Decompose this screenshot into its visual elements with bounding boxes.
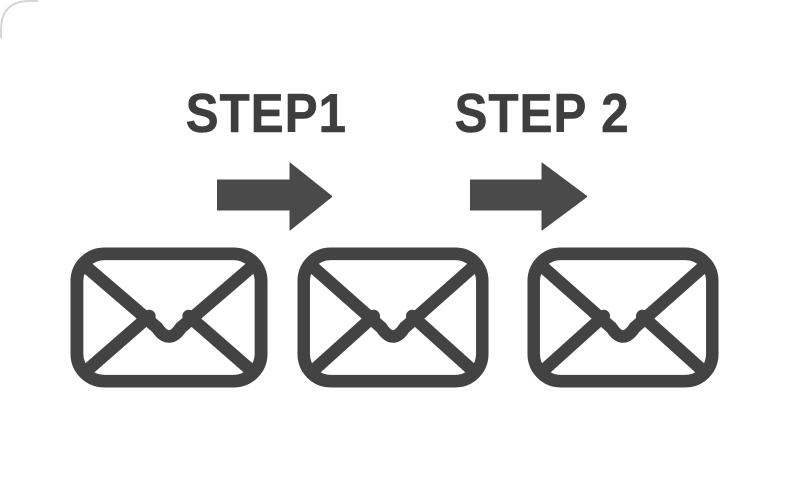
arrow-right-icon — [470, 162, 587, 231]
envelope-icon — [70, 247, 268, 388]
arrow-right-icon — [217, 162, 332, 231]
envelope-icon — [527, 247, 719, 388]
envelope-icon — [297, 247, 489, 388]
card-corner-line — [0, 0, 38, 38]
step1-label: STEP1 — [185, 82, 347, 144]
step2-label: STEP 2 — [454, 82, 630, 144]
